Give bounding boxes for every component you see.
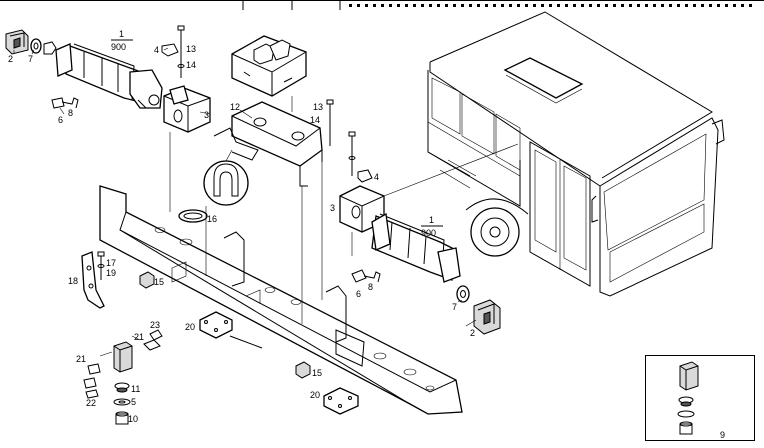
fitting-6-8-mid [351,269,381,283]
bolt-13-top [177,25,185,78]
bolt-13-mid [348,131,356,176]
header-frame [0,0,764,10]
callout-9: 9 [720,430,725,440]
callout-13-top: 13 [186,44,196,54]
callout-22: 22 [86,398,96,408]
fitting-6-8-top [51,97,79,109]
cylinder-mid [371,212,461,283]
cap-part-2 [5,29,29,55]
callout-13-center: 13 [313,102,323,112]
leader-lines [169,132,353,324]
callout-17: 17 [106,258,116,268]
washer-stack-5-11-10 [113,382,131,425]
callout-leaders [13,47,477,357]
callout-15-left: 15 [154,277,164,287]
bolt-17-19 [97,251,105,280]
callout-12: 12 [230,102,240,112]
cylinder-top-left [55,43,163,109]
callout-8-mid: 8 [368,282,373,292]
callout-19: 19 [106,268,116,278]
callout-7-mid: 7 [452,302,457,312]
nut-block-15-left [139,271,155,289]
callout-7-top: 7 [28,54,33,64]
callout-4-top: 4 [154,45,159,55]
sensor-21-22 [83,341,133,399]
plate-20-bottom [323,387,359,415]
plate-20-left [199,311,233,339]
valve-block [231,35,307,112]
callout-1-mid: 1 [429,215,434,225]
callout-18: 18 [68,276,78,286]
connector-23 [143,329,163,351]
bolt-13-center [326,99,334,146]
callout-2-mid: 2 [470,328,475,338]
callout-11: 11 [131,384,140,394]
callout-14-top: 14 [186,60,196,70]
callout-15-center: 15 [312,368,322,378]
callout-900-top: 900 [111,42,126,52]
callout-8-top: 8 [68,108,73,118]
seal-ring-7 [30,38,42,54]
rubber-ring-16 [178,209,208,223]
detail-circle-clip [203,149,249,206]
seal-ring-7-mid [456,285,470,303]
bracket-plate-12 [213,101,323,187]
callout-1-top: 1 [119,29,124,39]
callout-16: 16 [207,214,217,224]
callout-10: 10 [128,414,138,424]
callout-21-left: 21 [76,354,86,364]
cap-part-2-mid [473,299,501,335]
nut-4-mid [357,169,373,183]
nut-4-top [161,43,179,57]
callout-labels: 1 900 1 900 2 2 3 3 4 4 5 6 6 7 7 8 8 9 … [8,29,725,440]
callout-2-top: 2 [8,54,13,64]
callout-900-mid: 900 [421,228,436,238]
callout-14-center: 14 [310,115,320,125]
nut-block-15-center [295,361,311,379]
angle-bracket-18 [81,251,105,309]
callout-6-mid: 6 [356,289,361,299]
nut-part [43,41,57,55]
bus-illustration [383,11,725,297]
callout-5: 5 [131,397,136,407]
callout-3-top: 3 [204,110,209,120]
frame-beam [99,185,463,415]
callout-4-mid: 4 [374,172,379,182]
callout-3-mid: 3 [330,203,335,213]
callout-20-left: 20 [185,322,195,332]
callout-21-right: 21 [134,332,144,342]
inset-box-9 [645,355,755,441]
callout-20-bottom: 20 [310,390,320,400]
bracket-block-3-top [163,85,211,133]
callout-23: 23 [150,320,160,330]
callout-6-top: 6 [58,115,63,125]
